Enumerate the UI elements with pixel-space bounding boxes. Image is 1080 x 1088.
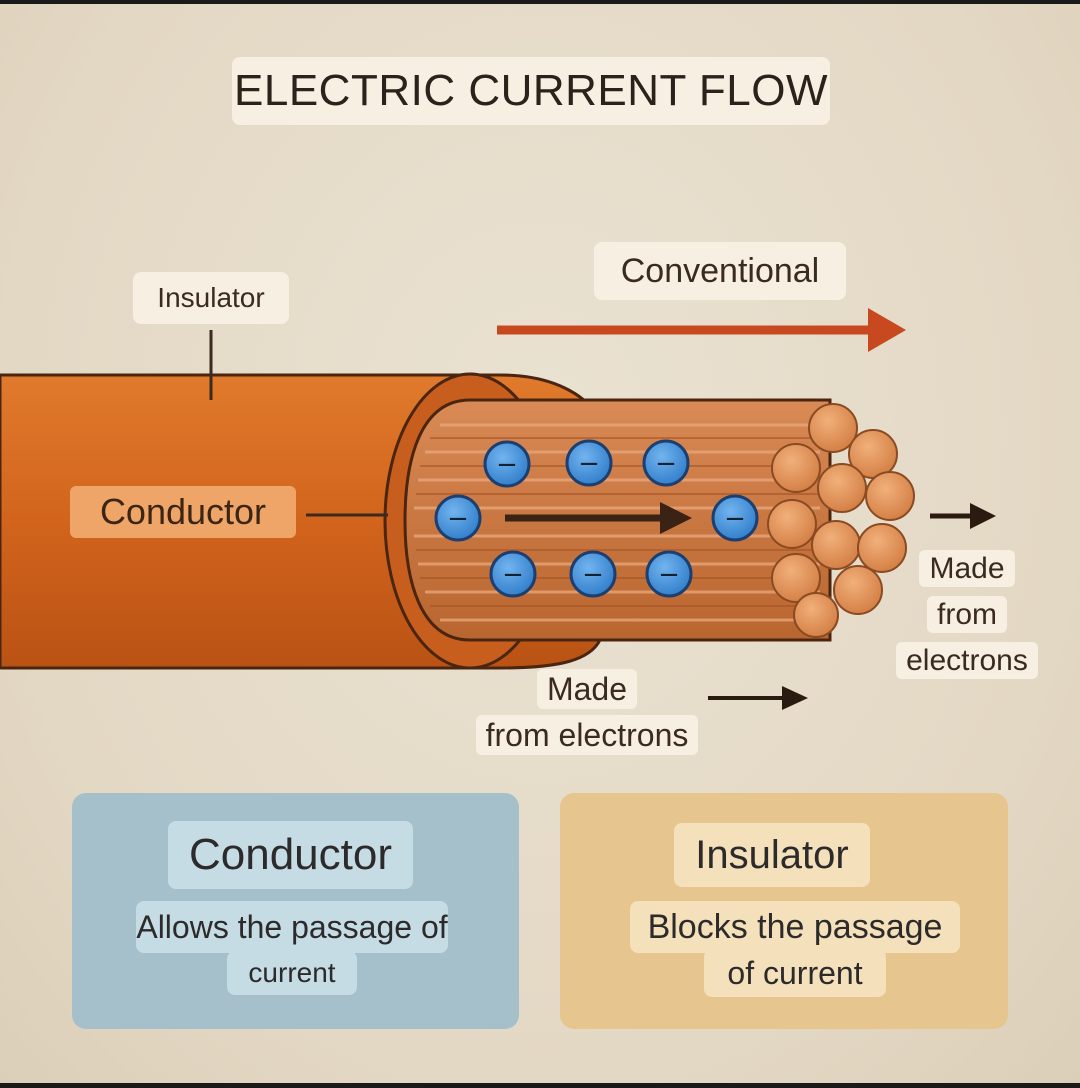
made-from-electrons-label-bottom: Made from electrons [456,660,718,764]
insulator-label: Insulator [133,272,289,324]
made-from-electrons-label-right: Made from electrons [884,540,1050,690]
electron: − [434,494,482,542]
conductor-card-description-line1: Allows the passage of [136,901,448,953]
electron: − [711,494,759,542]
label-line: from electrons [475,715,699,755]
conductor-card: Conductor Allows the passage of current [72,793,519,1029]
bottom-electron-arrow [708,686,808,710]
conductor-card-description-line2: current [227,951,357,995]
page-title: ELECTRIC CURRENT FLOW [232,57,830,125]
label-line: Made [536,669,638,709]
svg-text:−: − [724,504,746,534]
electron: − [645,550,693,598]
electron-flow-arrow [505,502,692,534]
strand-bundle [767,403,915,638]
svg-text:−: − [502,560,524,590]
svg-text:−: − [578,449,600,479]
svg-text:−: − [582,560,604,590]
label-line: electrons [896,642,1038,679]
svg-text:−: − [496,450,518,480]
insulator-card-heading: Insulator [674,823,870,887]
electron: − [483,440,531,488]
insulator-card-description-line1: Blocks the passage [630,901,960,953]
label-line: from [927,596,1007,633]
svg-text:−: − [447,504,469,534]
insulator-card-description-line2: of current [704,949,886,997]
conductor-label: Conductor [70,486,296,538]
electron: − [569,550,617,598]
svg-text:−: − [655,449,677,479]
svg-text:−: − [658,560,680,590]
electron: − [642,439,690,487]
label-line: Made [919,550,1015,587]
right-electron-arrow [930,503,996,529]
electron: − [489,550,537,598]
conventional-label: Conventional [594,242,846,300]
conventional-current-arrow [497,308,906,352]
insulator-card: Insulator Blocks the passage of current [560,793,1008,1029]
electrons: − − − − − − − − [434,439,759,598]
conductor-card-heading: Conductor [168,821,413,889]
electron: − [565,439,613,487]
